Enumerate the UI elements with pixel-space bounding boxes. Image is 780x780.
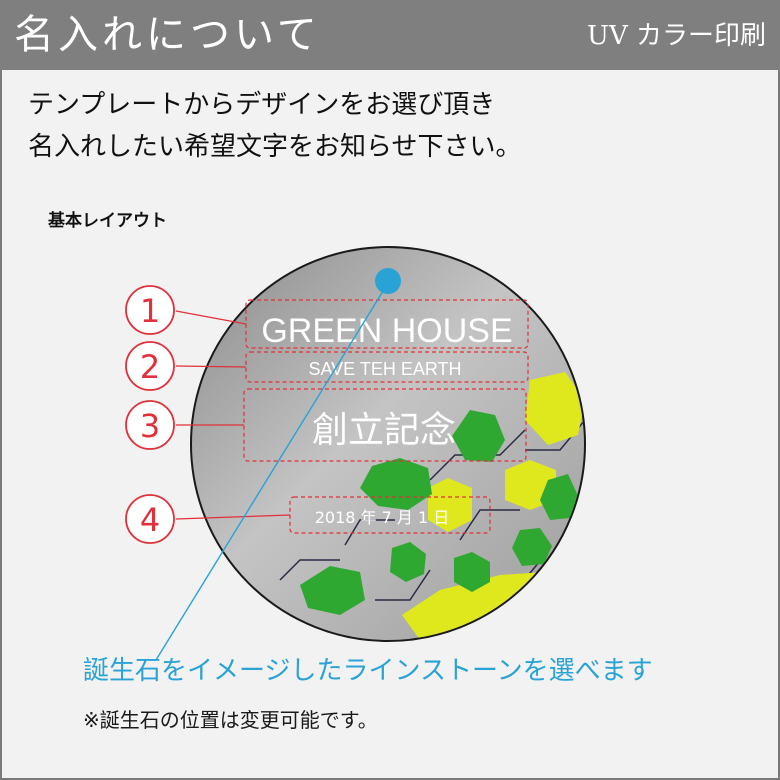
hex-green: [452, 410, 505, 462]
intro-line-2: 名入れしたい希望文字をお知らせ下さい。: [28, 132, 522, 162]
header-bar: 名入れについて UV カラー印刷: [0, 0, 780, 70]
rhinestone-marker: [375, 268, 401, 294]
design-line-1: GREEN HOUSE: [261, 312, 512, 350]
svg-text:3: 3: [140, 407, 160, 445]
area-frame-3: [243, 388, 527, 462]
design-line-3: 創立記念: [312, 410, 456, 451]
design-line-2: SAVE TEH EARTH: [308, 359, 461, 379]
svg-text:1: 1: [140, 292, 160, 330]
svg-text:2: 2: [140, 348, 160, 386]
hex-green: [512, 528, 552, 566]
intro-text: テンプレートからデザインをお選び頂き 名入れしたい希望文字をお知らせ下さい。: [28, 84, 768, 168]
page-title: 名入れについて: [14, 12, 321, 58]
intro-line-1: テンプレートからデザインをお選び頂き: [28, 90, 496, 120]
hexagon-pattern: [279, 372, 584, 640]
hex-green: [540, 474, 578, 520]
stone-leader-line: [155, 282, 389, 661]
hex-yellow: [428, 478, 472, 532]
stone-note: 誕生石をイメージしたラインストーンを選べます: [83, 656, 653, 686]
marker-1: 1: [125, 285, 175, 335]
hex-yellow: [525, 372, 584, 445]
hex-yellow: [402, 572, 545, 640]
marker-3: 3: [125, 400, 175, 450]
hex-green: [390, 542, 426, 582]
svg-text:4: 4: [140, 501, 160, 539]
marker-4: 4: [125, 494, 175, 544]
stone-position-note: ※誕生石の位置は変更可能です。: [83, 708, 378, 732]
marker-2: 2: [125, 341, 175, 391]
hex-green: [300, 566, 365, 615]
badge-disc: [190, 246, 586, 642]
layout-label: 基本レイアウト: [48, 211, 167, 231]
area-frame-2: [245, 351, 529, 383]
hex-green: [454, 552, 490, 592]
design-line-4: 2018 年 7 月 1 日: [315, 508, 450, 527]
print-type-label: UV カラー印刷: [587, 21, 766, 51]
